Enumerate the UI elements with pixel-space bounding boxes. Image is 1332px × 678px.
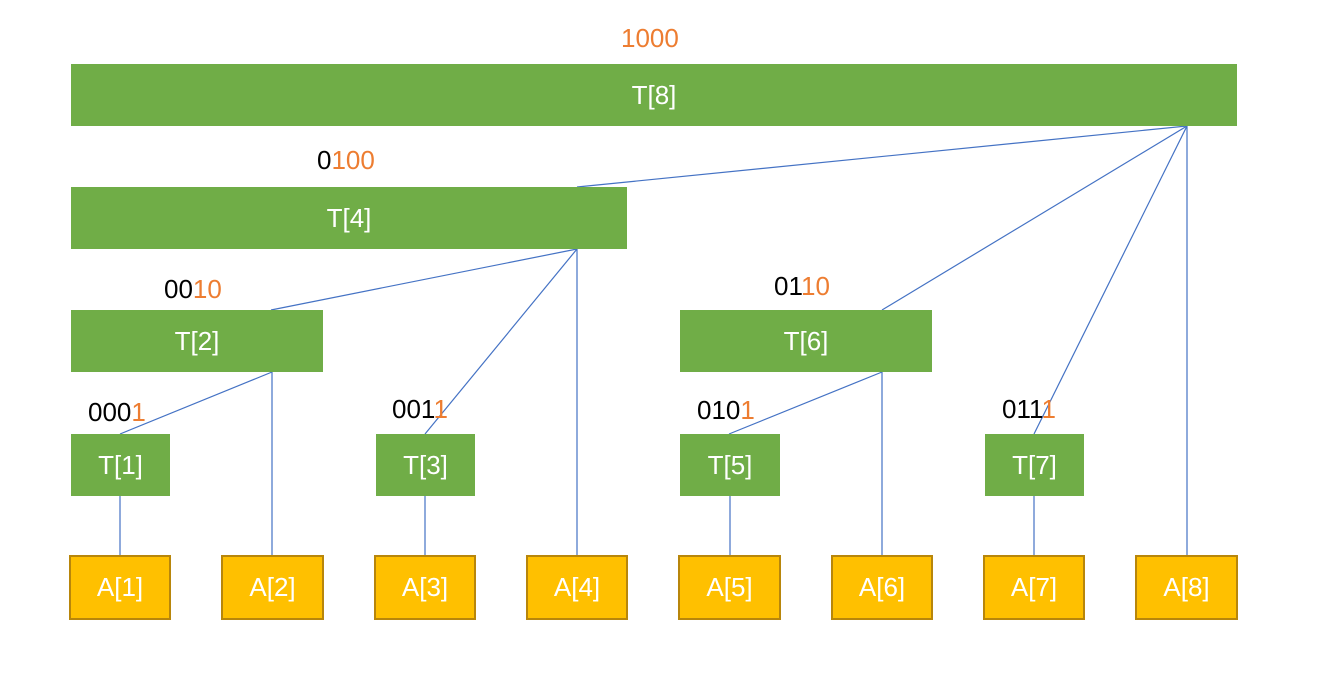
edge-t8-t7 bbox=[1033, 125, 1188, 435]
node-a1-label: A[1] bbox=[96, 572, 144, 602]
binary-label-t6: 0110 bbox=[774, 271, 830, 301]
node-a4: A[4] bbox=[526, 555, 628, 620]
node-a8: A[8] bbox=[1135, 555, 1238, 620]
node-t4-label: T[4] bbox=[326, 202, 372, 233]
edge-t4-t2 bbox=[270, 248, 578, 311]
node-a2: A[2] bbox=[221, 555, 324, 620]
node-a3-label: A[3] bbox=[401, 572, 449, 602]
node-t8: T[8] bbox=[71, 64, 1237, 126]
binary-prefix: 011 bbox=[1002, 394, 1042, 424]
binary-label-t8: 1000 bbox=[621, 23, 679, 53]
binary-lowbit: 1 bbox=[1041, 394, 1056, 424]
node-t3-label: T[3] bbox=[403, 449, 448, 480]
binary-lowbit: 10 bbox=[801, 271, 830, 301]
node-t7-label: T[7] bbox=[1012, 449, 1057, 480]
edge-t2-t1 bbox=[119, 371, 273, 435]
node-t6: T[6] bbox=[680, 310, 932, 372]
node-a1: A[1] bbox=[69, 555, 171, 620]
node-t8-label: T[8] bbox=[631, 79, 677, 110]
binary-prefix: 00 bbox=[164, 274, 193, 304]
node-a7-label: A[7] bbox=[1010, 572, 1058, 602]
binary-label-t2: 0010 bbox=[164, 274, 222, 304]
node-t3: T[3] bbox=[376, 434, 475, 496]
node-t6-label: T[6] bbox=[783, 325, 829, 356]
binary-prefix: 010 bbox=[697, 395, 741, 425]
binary-prefix: 01 bbox=[774, 271, 801, 301]
binary-prefix: 0 bbox=[317, 145, 332, 175]
binary-prefix: 001 bbox=[392, 394, 434, 424]
node-a4-label: A[4] bbox=[553, 572, 601, 602]
binary-lowbit: 1 bbox=[740, 395, 755, 425]
edge-t6-t5 bbox=[728, 371, 883, 435]
node-t1: T[1] bbox=[71, 434, 170, 496]
binary-label-t5: 0101 bbox=[697, 395, 755, 425]
edge-t4-t3 bbox=[424, 248, 578, 435]
node-a8-label: A[8] bbox=[1163, 572, 1210, 602]
node-t5: T[5] bbox=[680, 434, 780, 496]
binary-lowbit: 1 bbox=[131, 397, 146, 427]
node-a3: A[3] bbox=[374, 555, 476, 620]
binary-lowbit: 1000 bbox=[621, 23, 679, 53]
node-t2: T[2] bbox=[71, 310, 323, 372]
binary-lowbit: 100 bbox=[331, 145, 375, 175]
node-a6: A[6] bbox=[831, 555, 933, 620]
node-a5: A[5] bbox=[678, 555, 781, 620]
binary-label-t1: 0001 bbox=[88, 397, 146, 427]
binary-prefix: 000 bbox=[88, 397, 132, 427]
binary-lowbit: 1 bbox=[433, 394, 448, 424]
node-t7: T[7] bbox=[985, 434, 1084, 496]
node-t1-label: T[1] bbox=[98, 449, 143, 480]
node-t2-label: T[2] bbox=[174, 325, 220, 356]
node-t5-label: T[5] bbox=[707, 449, 753, 480]
binary-label-t4: 0100 bbox=[317, 145, 375, 175]
binary-lowbit: 10 bbox=[192, 274, 222, 304]
binary-label-t3: 0011 bbox=[392, 394, 448, 424]
node-a7: A[7] bbox=[983, 555, 1085, 620]
node-a6-label: A[6] bbox=[858, 572, 906, 602]
node-t4: T[4] bbox=[71, 187, 627, 249]
edge-t8-t6 bbox=[881, 125, 1188, 311]
binary-label-t7: 0111 bbox=[1002, 394, 1056, 424]
edge-t8-t4 bbox=[576, 125, 1188, 188]
node-a2-label: A[2] bbox=[249, 572, 296, 602]
node-a5-label: A[5] bbox=[706, 572, 753, 602]
